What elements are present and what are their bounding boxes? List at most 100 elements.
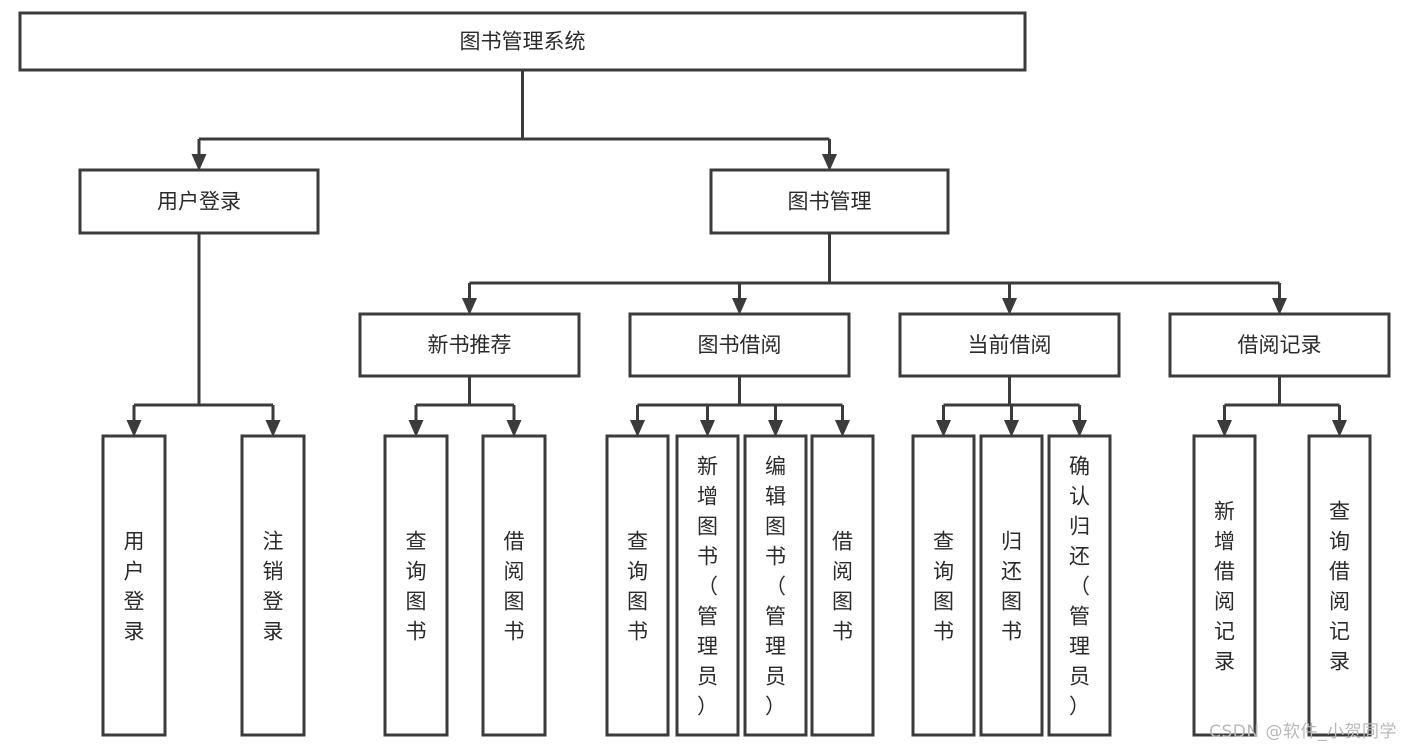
node-label-char: 阅 bbox=[1214, 590, 1235, 614]
node-new-book-rec[interactable]: 新书推荐 bbox=[358, 312, 581, 378]
node-label-char: 录 bbox=[263, 620, 284, 644]
arrow-head-icon bbox=[822, 154, 837, 171]
node-layer: 图书管理系统用户登录图书管理新书推荐图书借阅当前借阅借阅记录用户登录注销登录查询… bbox=[18, 11, 1391, 737]
node-box bbox=[240, 434, 306, 737]
arrow-head-icon bbox=[1217, 420, 1232, 437]
node-label-char: 新 bbox=[697, 455, 718, 479]
node-label-char: 还 bbox=[1001, 560, 1022, 584]
edge-group-book-manage bbox=[462, 233, 1287, 315]
node-label-char: 用 bbox=[124, 530, 145, 554]
node-label-char: 借 bbox=[1214, 560, 1235, 584]
node-label-char: 询 bbox=[933, 560, 954, 584]
node-label-char: 借 bbox=[504, 530, 525, 554]
node-box bbox=[1192, 434, 1257, 737]
arrow-head-icon bbox=[462, 298, 477, 315]
arrow-head-icon bbox=[265, 420, 281, 437]
arrow-head-icon bbox=[700, 420, 715, 437]
node-label-char: 图 bbox=[765, 515, 786, 539]
arrow-head-icon bbox=[1002, 298, 1017, 315]
node-label-char: 销 bbox=[263, 560, 284, 584]
node-label-char: （ bbox=[1069, 575, 1090, 599]
connector-layer bbox=[126, 70, 1347, 437]
node-box bbox=[78, 168, 320, 235]
node-label-char: 记 bbox=[1214, 620, 1235, 644]
node-label-char: 编 bbox=[765, 455, 786, 479]
node-label-char: 辑 bbox=[765, 485, 786, 509]
node-label-char: 借 bbox=[1329, 560, 1350, 584]
node-label-char: 录 bbox=[124, 620, 145, 644]
node-label-char: 归 bbox=[1069, 515, 1090, 539]
node-label-char: 管 bbox=[765, 605, 786, 629]
node-label-char: 理 bbox=[697, 635, 718, 659]
node-box bbox=[898, 312, 1121, 378]
node-label-char: 查 bbox=[933, 530, 954, 554]
watermark-label: CSDN @软件_小贺同学 bbox=[1209, 722, 1397, 742]
node-label-char: 登 bbox=[124, 590, 145, 614]
node-box bbox=[383, 434, 449, 737]
node-label-char: 归 bbox=[1001, 530, 1022, 554]
node-box bbox=[709, 168, 950, 235]
node-label-char: 阅 bbox=[1329, 590, 1350, 614]
node-label-char: 查 bbox=[406, 530, 427, 554]
node-label-char: 书 bbox=[406, 620, 427, 644]
node-label-char: 查 bbox=[627, 530, 648, 554]
node-label-char: 阅 bbox=[832, 560, 853, 584]
node-label: 图书管理系统 bbox=[460, 30, 586, 54]
node-label-char: 登 bbox=[263, 590, 284, 614]
node-label-char: 管 bbox=[697, 605, 718, 629]
edge-group-user-login bbox=[126, 233, 281, 437]
node-label-char: 书 bbox=[1001, 620, 1022, 644]
edge-group-new-book-rec bbox=[408, 376, 522, 437]
node-box bbox=[675, 434, 740, 737]
node-label-char: 借 bbox=[832, 530, 853, 554]
node-book-manage[interactable]: 图书管理 bbox=[709, 168, 950, 235]
node-label-char: 书 bbox=[697, 545, 718, 569]
node-label-char: 员 bbox=[1069, 665, 1090, 689]
node-label-char: 询 bbox=[406, 560, 427, 584]
node-box bbox=[1047, 434, 1112, 737]
node-borrow-record[interactable]: 借阅记录 bbox=[1168, 312, 1391, 378]
node-label-char: 员 bbox=[765, 665, 786, 689]
node-label: 用户登录 bbox=[157, 190, 241, 214]
arrow-head-icon bbox=[630, 420, 645, 437]
arrow-head-icon bbox=[1072, 420, 1087, 437]
edge-group-book-borrow bbox=[630, 376, 850, 437]
node-label-char: 图 bbox=[406, 590, 427, 614]
node-root[interactable]: 图书管理系统 bbox=[18, 11, 1027, 72]
node-label-char: 书 bbox=[832, 620, 853, 644]
node-label-char: ） bbox=[697, 695, 718, 719]
arrow-head-icon bbox=[506, 420, 522, 437]
arrow-head-icon bbox=[126, 420, 142, 437]
node-book-borrow[interactable]: 图书借阅 bbox=[628, 312, 851, 378]
node-box bbox=[743, 434, 808, 737]
arrow-head-icon bbox=[1332, 420, 1347, 437]
node-label: 借阅记录 bbox=[1238, 333, 1322, 357]
node-label-char: 理 bbox=[765, 635, 786, 659]
node-label-char: 图 bbox=[1001, 590, 1022, 614]
node-label-char: 录 bbox=[1214, 650, 1235, 674]
node-leaf-user-login[interactable]: 用户登录 bbox=[101, 434, 167, 737]
node-label-char: 新 bbox=[1214, 500, 1235, 524]
node-label-char: 查 bbox=[1329, 500, 1350, 524]
node-box bbox=[810, 434, 875, 737]
node-label-char: （ bbox=[765, 575, 786, 599]
node-label-char: 图 bbox=[627, 590, 648, 614]
node-label-char: 图 bbox=[504, 590, 525, 614]
node-label-char: 图 bbox=[832, 590, 853, 614]
node-current-borrow[interactable]: 当前借阅 bbox=[898, 312, 1121, 378]
node-user-login[interactable]: 用户登录 bbox=[78, 168, 320, 235]
arrow-head-icon bbox=[835, 420, 850, 437]
